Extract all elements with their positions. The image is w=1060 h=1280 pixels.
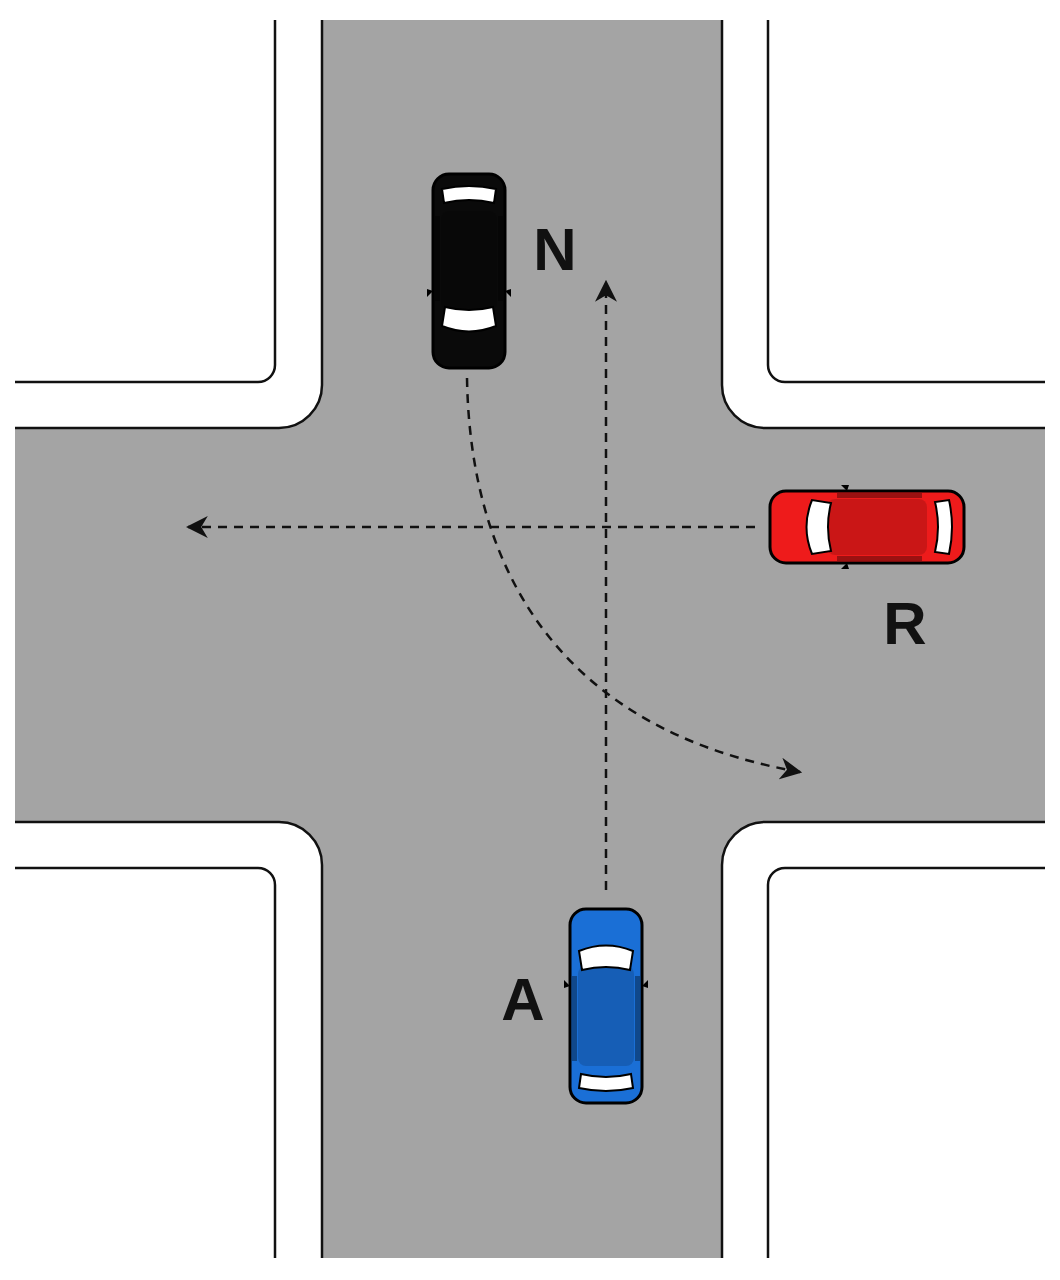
car-label: A: [501, 970, 544, 1030]
car-label: R: [883, 594, 926, 654]
road: [15, 20, 1045, 1258]
black-car: [427, 174, 511, 368]
car-label: N: [533, 220, 576, 280]
road-edge: [15, 20, 1045, 1258]
blue-car: [564, 909, 648, 1103]
red-car: [770, 485, 964, 569]
path-arrow: [188, 282, 800, 890]
curb-line: [15, 20, 1045, 1258]
